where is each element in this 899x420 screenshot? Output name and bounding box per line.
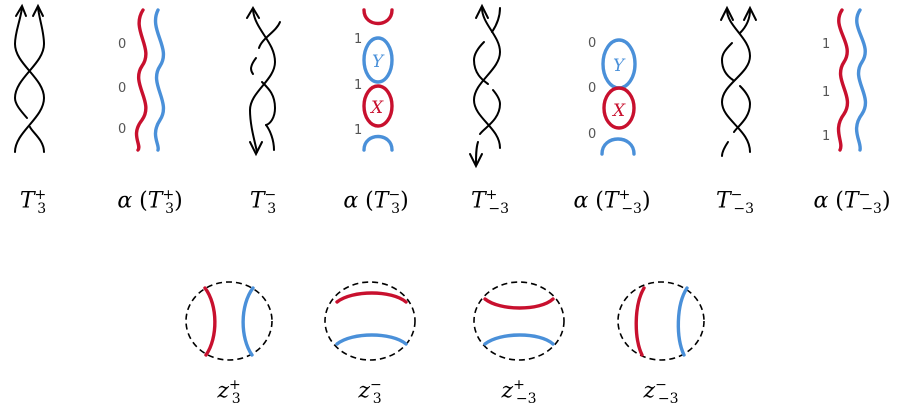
label-0-a: 0 [118,37,126,52]
label-1-e: 1 [822,85,830,100]
label-zm3-minus: z−−3 [643,377,679,407]
label-T3-minus: T−3 [249,187,277,217]
label-1-d: 1 [822,37,830,52]
label-1-b: 1 [354,78,362,93]
label-Tm3-minus: T−−3 [715,187,755,217]
circle-Y2-label: Y [613,56,626,76]
circle-X2-label: X [611,101,626,121]
label-alpha-T3-minus: α (T−3) [343,187,409,217]
label-0-c: 0 [118,122,126,137]
label-0-f: 0 [588,127,596,142]
label-1-a: 1 [354,32,362,47]
label-T3-plus: T+3 [19,187,47,217]
label-zm3-plus: z+−3 [501,377,537,407]
label-z3-plus: z+3 [217,377,241,407]
braid-alpha-T3-minus: Y X 1 1 1 [354,8,394,152]
label-0-e: 0 [588,81,596,96]
circle-Y-label: Y [372,52,385,72]
label-alpha-T3-plus: α (T+3) [117,187,183,217]
label-Tm3-plus: T+−3 [470,187,510,217]
label-z3-minus: z−3 [358,377,382,407]
label-1-f: 1 [822,129,830,144]
circle-X-label: X [369,98,384,118]
braid-alpha-Tm3-plus: Y X 0 0 0 [588,36,637,156]
braid-T3-plus [13,3,46,153]
braid-T3-minus [246,6,281,157]
label-alpha-Tm3-plus: α (T+−3) [573,187,651,217]
braid-Tm3-plus [469,3,502,169]
braid-Tm3-minus [720,5,757,157]
label-0-b: 0 [118,81,126,96]
disk-z3-minus [324,281,416,361]
disk-z3-plus [185,281,273,361]
label-0-d: 0 [588,36,596,51]
braid-alpha-T3-plus: 0 0 0 [118,8,166,152]
disk-zm3-plus [473,281,565,361]
label-alpha-Tm3-minus: α (T−−3) [813,187,891,217]
label-1-c: 1 [354,123,362,138]
disk-zm3-minus [617,281,705,361]
braid-alpha-Tm3-minus: 1 1 1 [822,8,868,152]
